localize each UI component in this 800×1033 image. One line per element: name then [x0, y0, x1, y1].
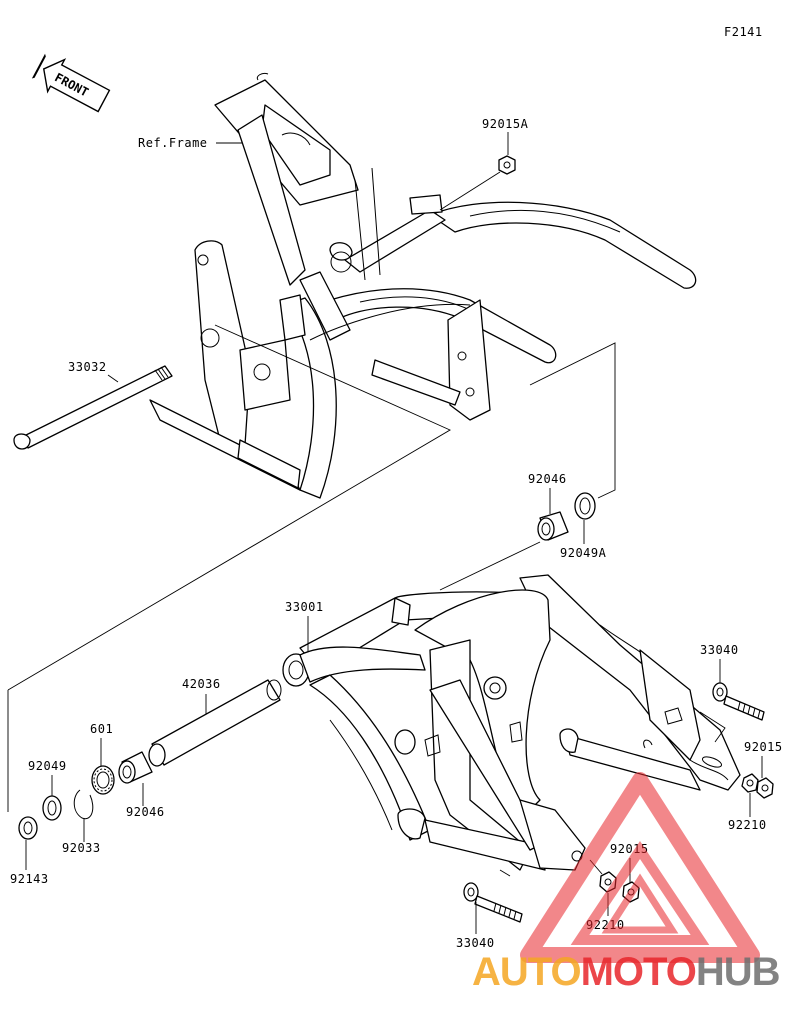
circlip-92033 [73, 789, 94, 820]
watermark-logo [520, 772, 760, 963]
label-92015-right: 92015 [744, 740, 783, 754]
seal-92049A [574, 492, 596, 520]
label-92143: 92143 [10, 872, 49, 886]
label-92046-top: 92046 [528, 472, 567, 486]
label-92049A: 92049A [560, 546, 607, 560]
bushing-92046-lower [118, 751, 153, 784]
label-33040-right: 33040 [700, 643, 739, 657]
seal-92049 [42, 795, 62, 821]
label-92033: 92033 [62, 841, 101, 855]
watermark-part2: MOTO [581, 950, 696, 994]
bolt-33040-right [712, 682, 765, 721]
svg-text:AUTOMOTOHUB: AUTOMOTOHUB [472, 950, 780, 994]
watermark-part3: HUB [696, 950, 780, 994]
bolt-33040-bottom [463, 882, 523, 923]
label-601: 601 [90, 722, 113, 736]
diagram-code: F2141 [724, 25, 763, 39]
sleeve-42036 [148, 679, 282, 767]
ref-frame-label: Ref.Frame [138, 136, 208, 150]
label-42036: 42036 [182, 677, 221, 691]
nut-92015-right [756, 777, 774, 799]
nut-92015A [498, 155, 516, 175]
label-92046-low: 92046 [126, 805, 165, 819]
label-33001: 33001 [285, 600, 324, 614]
label-92210-right: 92210 [728, 818, 767, 832]
bearing-601 [91, 765, 115, 795]
label-92049: 92049 [28, 759, 67, 773]
bushing-92046-upper [537, 511, 569, 541]
watermark-text: AUTOMOTOHUB [472, 950, 781, 994]
label-33032: 33032 [68, 360, 107, 374]
collar-92143 [18, 816, 38, 840]
label-92015A: 92015A [482, 117, 529, 131]
frame [149, 73, 697, 499]
swingarm-33001 [282, 574, 741, 871]
watermark-part1: AUTO [472, 950, 581, 994]
label-33040-bottom: 33040 [456, 936, 495, 950]
front-arrow-icon: FRONT [31, 53, 111, 113]
pivot-shaft-33032 [13, 365, 173, 450]
nut-92210-right [741, 773, 759, 793]
